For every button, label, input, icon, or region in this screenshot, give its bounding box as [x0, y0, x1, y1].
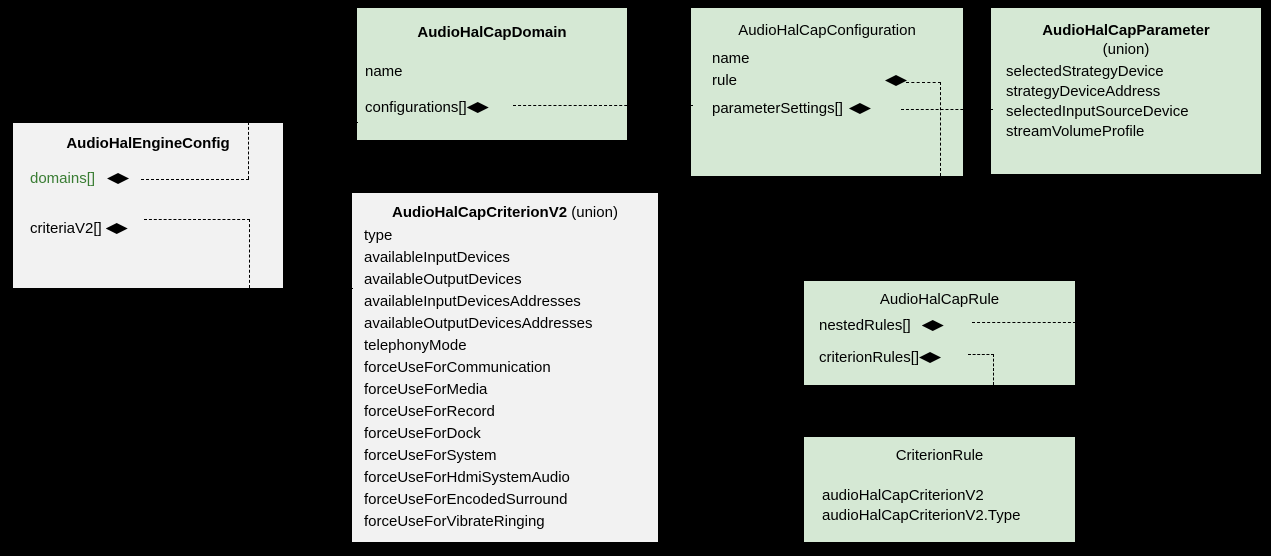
class-title-text-criterion-v2: AudioHalCapCriterionV2 [392, 204, 568, 221]
class-title-criterion-rule: CriterionRule [895, 447, 984, 464]
attribute-label-available-output-devices-addresses: availableOutputDevicesAddresses [364, 315, 593, 332]
aggregation-diamond-rule [885, 75, 907, 86]
class-box-audio-hal-cap-rule[interactable]: AudioHalCapRule nestedRules[] criterionR… [804, 281, 1075, 385]
attribute-label-available-output-devices: availableOutputDevices [364, 271, 522, 288]
class-subtitle-text-criterion-v2: (union) [571, 204, 618, 221]
aggregation-diamond-criterion-rules [919, 352, 942, 363]
class-title-audio-hal-cap-parameter: AudioHalCapParameter [1042, 22, 1210, 39]
connector-criteriav2-to-criterion-bottom [249, 288, 353, 289]
connector-nested-rules-self-horizontal [972, 322, 1076, 323]
attribute-row-parameter-settings[interactable]: parameterSettings[] [712, 99, 871, 118]
connector-domains-to-cap-domain-horizontal [141, 179, 249, 180]
class-title-audio-hal-cap-rule: AudioHalCapRule [879, 291, 1000, 308]
connector-criteriav2-to-criterion-horizontal [144, 219, 250, 220]
attribute-row-criterion-rules[interactable]: criterionRules[] [819, 348, 942, 367]
attribute-row-domains[interactable]: domains[] [30, 169, 130, 188]
attribute-label-domains: domains[] [30, 170, 96, 187]
class-title-audio-hal-cap-criterion-v2: AudioHalCapCriterionV2 (union) [353, 203, 657, 222]
attribute-label-audio-hal-cap-criterion-v2-type: audioHalCapCriterionV2.Type [822, 507, 1021, 524]
class-subtitle-audio-hal-cap-parameter: (union) [1102, 41, 1150, 58]
attribute-label-domain-name: name [365, 63, 403, 80]
attribute-row-configurations[interactable]: configurations[] [365, 98, 489, 117]
attribute-label-selected-input-source-device: selectedInputSourceDevice [1006, 103, 1189, 120]
attribute-label-force-use-for-dock: forceUseForDock [364, 425, 481, 442]
attribute-label-configuration-name: name [712, 50, 750, 67]
attribute-label-force-use-for-record: forceUseForRecord [364, 403, 495, 420]
connector-criterion-rules-to-criterion-rule-vertical [993, 354, 994, 385]
attribute-label-available-input-devices: availableInputDevices [364, 249, 510, 266]
attribute-label-configurations: configurations[] [365, 99, 467, 116]
attribute-label-force-use-for-system: forceUseForSystem [364, 447, 497, 464]
connector-rule-to-cap-rule-vertical [940, 82, 941, 176]
attribute-label-force-use-for-vibrate-ringing: forceUseForVibrateRinging [364, 513, 545, 530]
connector-rule-to-cap-rule-horizontal [906, 82, 941, 83]
connector-criteriav2-to-criterion-vertical [249, 219, 250, 288]
attribute-label-audio-hal-cap-criterion-v2: audioHalCapCriterionV2 [822, 487, 984, 504]
aggregation-diamond-parameter-settings [848, 103, 871, 114]
attribute-row-criteriav2[interactable]: criteriaV2[] [30, 219, 128, 238]
attribute-label-nested-rules: nestedRules[] [819, 317, 911, 334]
aggregation-diamond-configurations [466, 102, 489, 113]
attribute-label-selected-strategy-device: selectedStrategyDevice [1006, 63, 1164, 80]
attribute-row-rule[interactable]: rule [712, 71, 907, 90]
class-box-audio-hal-cap-criterion-v2[interactable]: AudioHalCapCriterionV2 (union) type avai… [352, 193, 658, 542]
connector-criterion-rules-to-criterion-rule-horizontal [968, 354, 994, 355]
attribute-label-force-use-for-communication: forceUseForCommunication [364, 359, 551, 376]
attribute-label-criteriav2: criteriaV2[] [30, 220, 102, 237]
attribute-label-strategy-device-address: strategyDeviceAddress [1006, 83, 1161, 100]
attribute-label-force-use-for-media: forceUseForMedia [364, 381, 488, 398]
attribute-row-configuration-name[interactable]: name [712, 49, 750, 68]
connector-parameter-settings-to-parameter [901, 109, 993, 110]
connector-domains-to-cap-domain-vertical [248, 122, 249, 179]
aggregation-diamond-domains [107, 173, 130, 184]
attribute-label-stream-volume-profile: streamVolumeProfile [1006, 123, 1145, 140]
class-title-audio-hal-engine-config: AudioHalEngineConfig [66, 135, 230, 152]
aggregation-diamond-nested-rules [921, 320, 944, 331]
class-box-audio-hal-cap-domain[interactable]: AudioHalCapDomain name configurations[] [357, 8, 627, 140]
class-title-audio-hal-cap-configuration: AudioHalCapConfiguration [738, 22, 916, 39]
attribute-label-type: type [364, 227, 393, 244]
attribute-label-available-input-devices-addresses: availableInputDevicesAddresses [364, 293, 581, 310]
attribute-row-domain-name[interactable]: name [365, 62, 403, 81]
attribute-label-criterion-rules: criterionRules[] [819, 349, 920, 366]
aggregation-diamond-criteriav2 [105, 223, 128, 234]
attribute-label-rule: rule [712, 72, 738, 89]
attribute-row-nested-rules[interactable]: nestedRules[] [819, 316, 944, 335]
attribute-label-telephony-mode: telephonyMode [364, 337, 467, 354]
attribute-label-parameter-settings: parameterSettings[] [712, 100, 843, 117]
class-box-audio-hal-engine-config[interactable]: AudioHalEngineConfig domains[] criteriaV… [13, 123, 283, 288]
class-box-criterion-rule[interactable]: CriterionRule audioHalCapCriterionV2 aud… [804, 437, 1075, 542]
attribute-label-force-use-for-encoded-surround: forceUseForEncodedSurround [364, 491, 568, 508]
class-title-audio-hal-cap-domain: AudioHalCapDomain [417, 24, 567, 41]
class-box-audio-hal-cap-parameter[interactable]: AudioHalCapParameter (union) selectedStr… [991, 8, 1261, 174]
attribute-label-force-use-for-hdmi-system-audio: forceUseForHdmiSystemAudio [364, 469, 570, 486]
class-box-audio-hal-cap-configuration[interactable]: AudioHalCapConfiguration name rule param… [691, 8, 963, 176]
connector-domains-to-cap-domain-top [248, 122, 358, 123]
connector-configurations-to-configuration [513, 105, 693, 106]
